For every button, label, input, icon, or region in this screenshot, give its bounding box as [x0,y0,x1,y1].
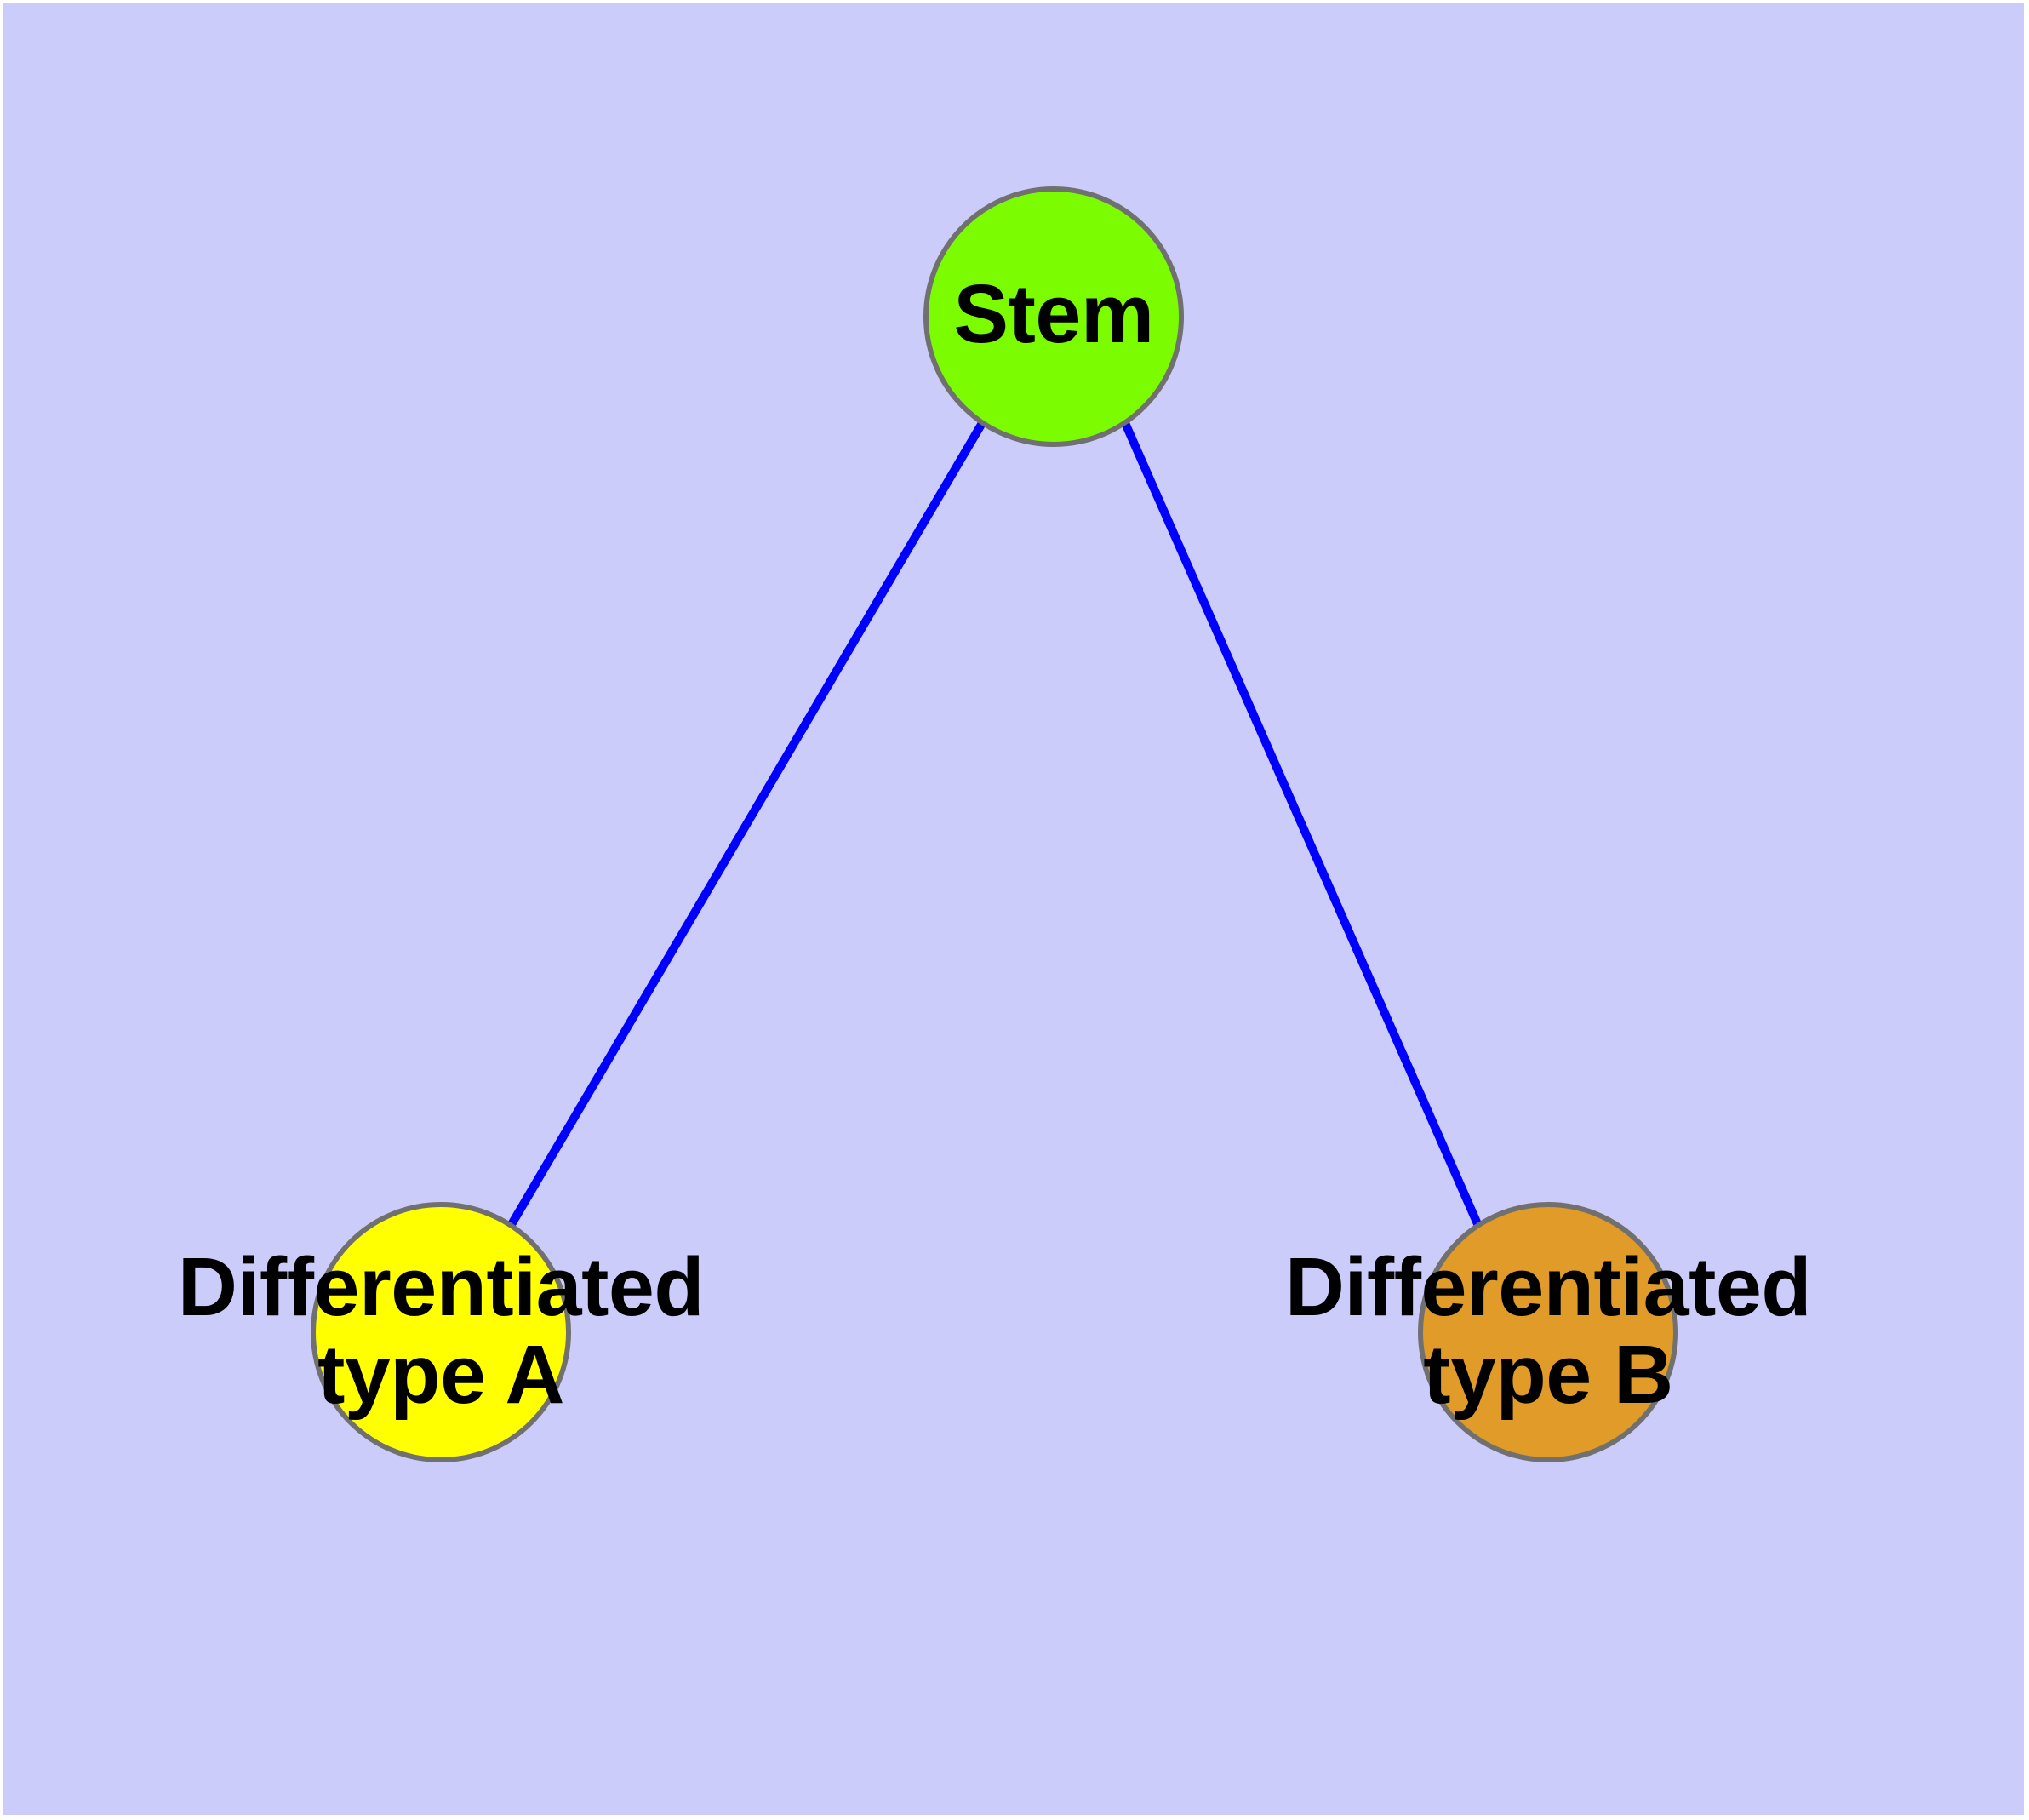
node-differentiated-type-b[interactable] [1418,1202,1678,1462]
edge-layer [506,421,1483,1228]
node-layer [311,186,1678,1462]
node-stem[interactable] [923,186,1184,447]
node-differentiated-type-a[interactable] [311,1202,571,1462]
edge-stem-to-differentiated-type-a[interactable] [506,421,986,1228]
edge-stem-to-differentiated-type-b[interactable] [1121,421,1483,1228]
